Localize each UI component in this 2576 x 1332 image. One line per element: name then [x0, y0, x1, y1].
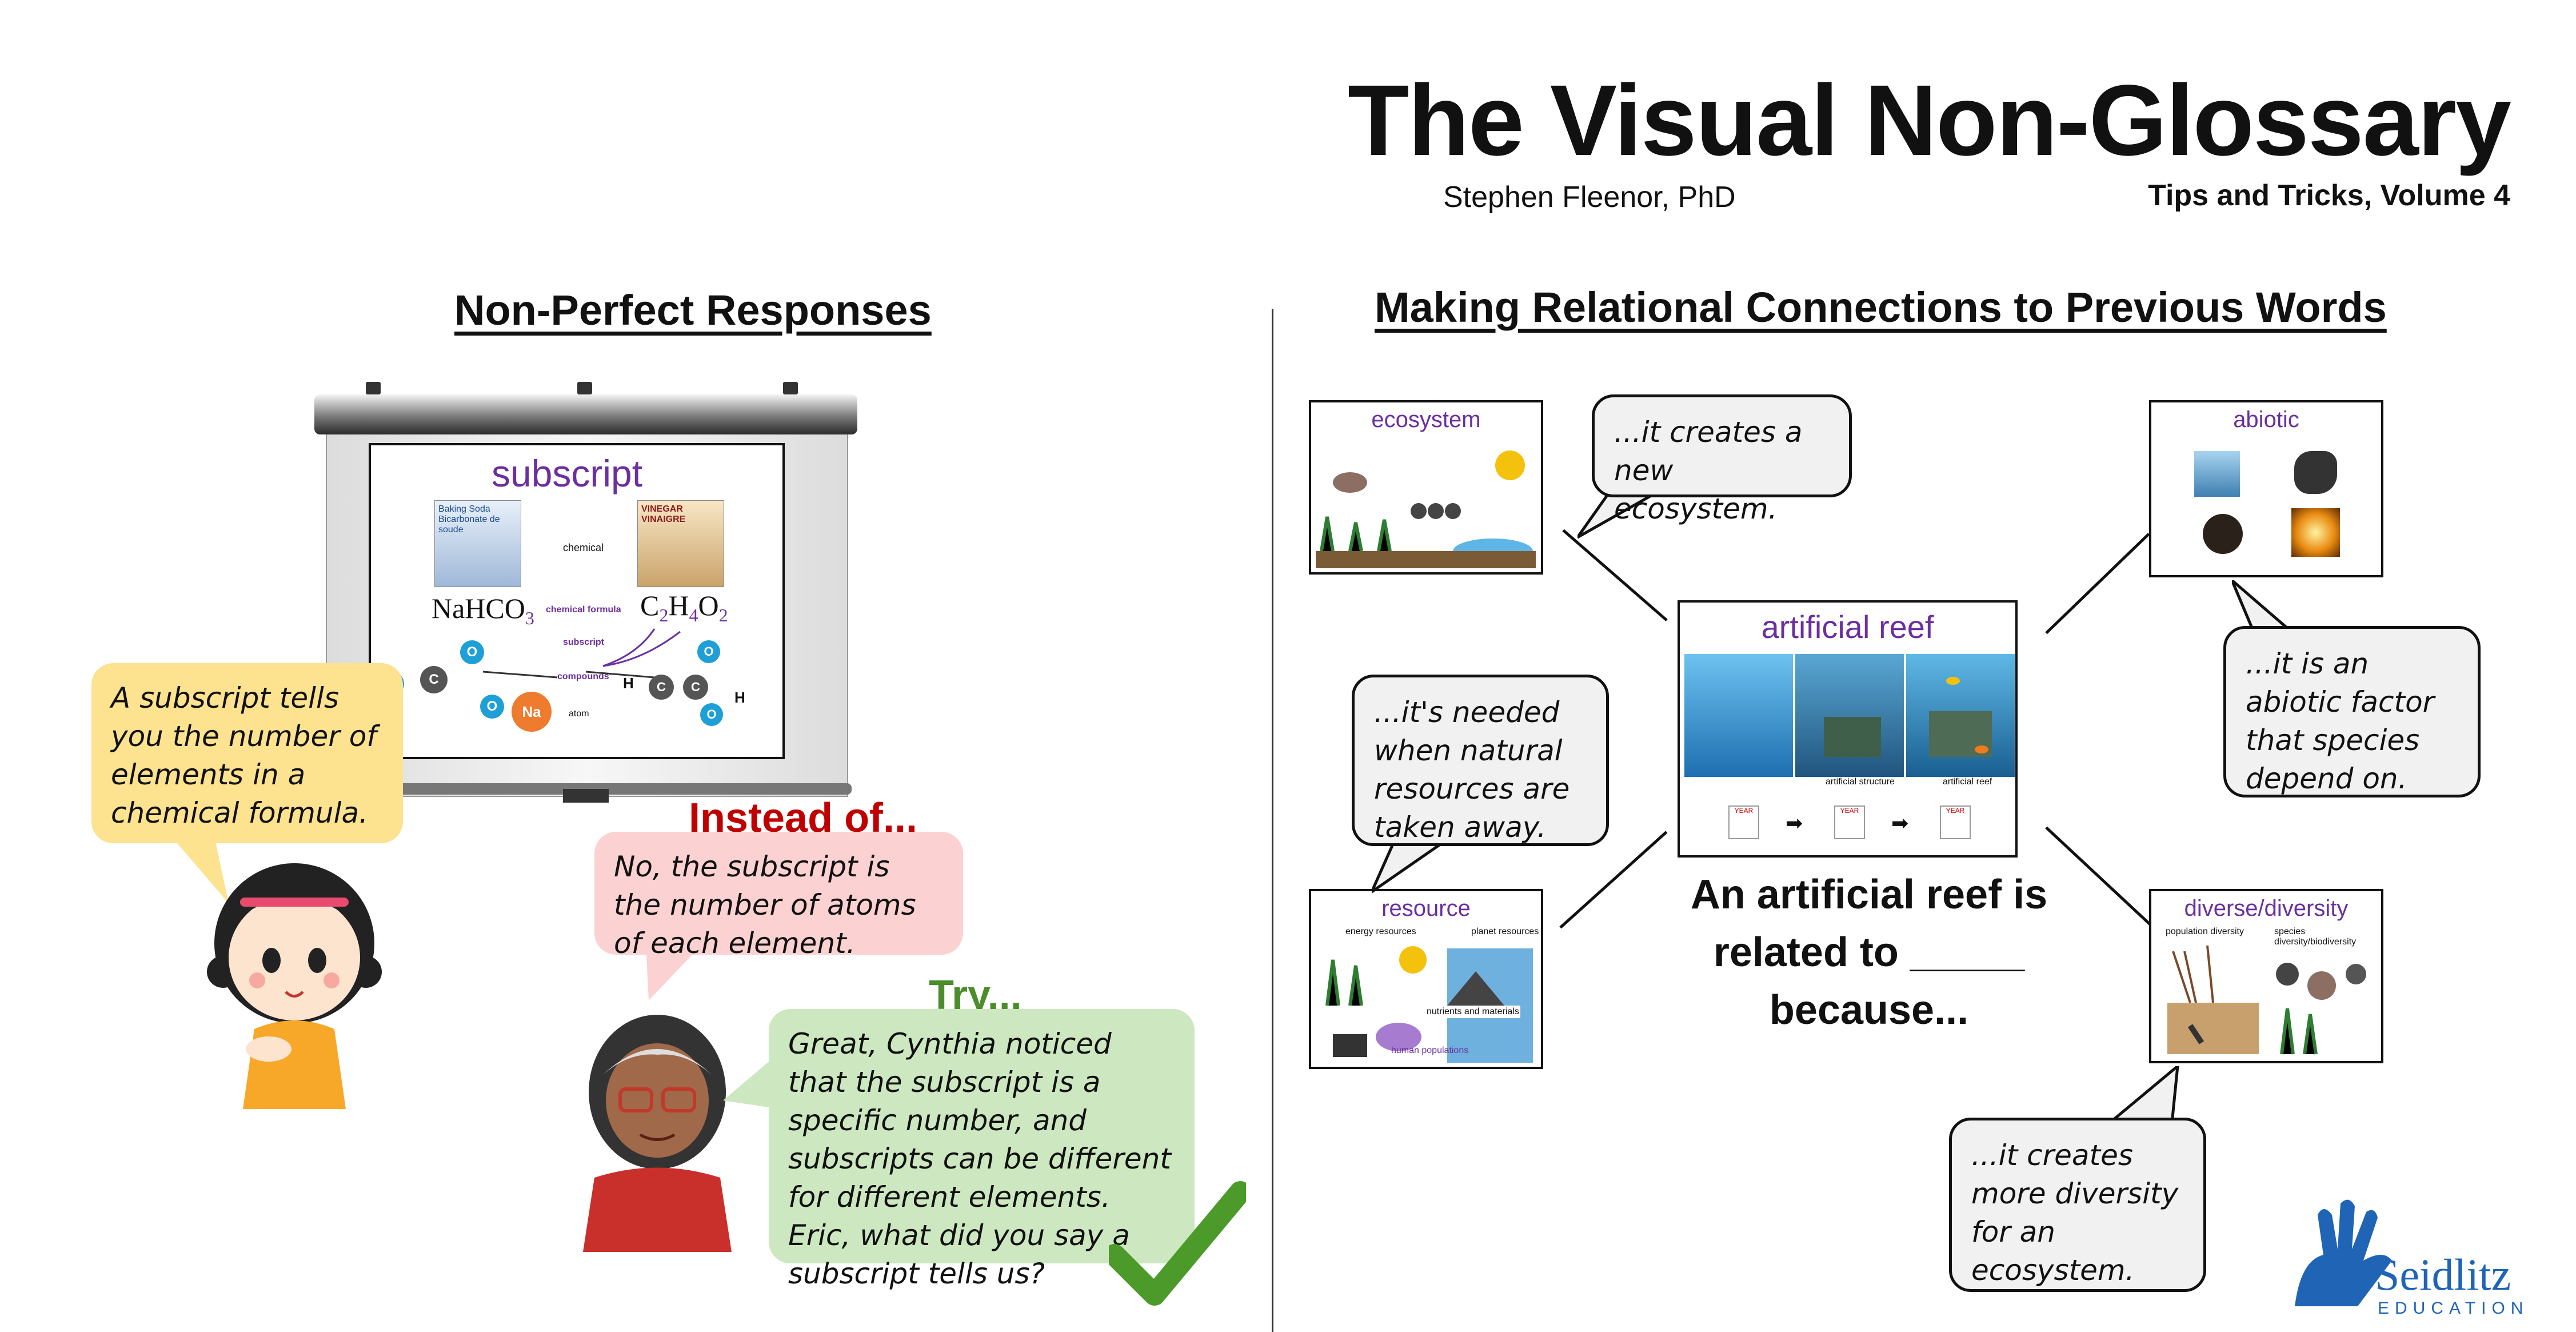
projector-screen-handle	[563, 789, 609, 803]
diverse-card: diverse/diversity population diversity s…	[2149, 889, 2383, 1063]
carbon-atom: C	[649, 675, 674, 700]
artificial-reef-caption: artificial reef	[1943, 777, 1992, 787]
logo-subtitle: EDUCATION	[2378, 1299, 2529, 1318]
artificial-structure-caption: artificial structure	[1826, 777, 1895, 787]
oxygen-atom: O	[700, 703, 723, 726]
artificial-reef-photo	[1906, 654, 2015, 777]
carbon-atom: C	[683, 675, 708, 700]
page-title: The Visual Non-Glossary	[1347, 65, 2511, 177]
artificial-structure-photo	[1795, 654, 1904, 777]
energy-resources-label: energy resources	[1345, 927, 1416, 936]
screen-hook	[366, 382, 381, 394]
connector-line	[1562, 529, 1668, 621]
seidlitz-hand-logo-icon	[2295, 1199, 2392, 1306]
teacher-illustration	[583, 1015, 732, 1252]
oxygen-atom: O	[460, 640, 484, 664]
ecosystem-illustration	[1316, 450, 1536, 568]
species-diversity-label: species diversity/biodiversity	[2274, 927, 2357, 947]
abiotic-speech-bubble: ...it is an abiotic factor that species …	[2223, 626, 2481, 797]
population-diversity-label: population diversity	[2166, 927, 2244, 936]
screen-hook	[577, 382, 592, 394]
slide-diagram-lines	[482, 628, 681, 679]
resource-speech-bubble: ...it's needed when natural resources ar…	[1352, 675, 1609, 846]
try-speech-bubble: Great, Cynthia noticed that the subscrip…	[769, 1009, 1195, 1290]
try-bubble-tail	[723, 1052, 780, 1109]
student-speech-bubble: A subscript tells you the number of elem…	[91, 663, 403, 843]
atom-label: atom	[569, 709, 589, 719]
volume-label: Tips and Tricks, Volume 4	[2148, 179, 2510, 212]
diverse-speech-bubble: ...it creates more diversity for an ecos…	[1949, 1118, 2206, 1292]
carbon-atom: C	[420, 666, 448, 693]
chemical-label: chemical	[563, 542, 604, 553]
sun-photo	[2291, 508, 2340, 557]
nutrients-label: nutrients and materials	[1425, 1006, 1520, 1018]
rock-photo	[2294, 451, 2337, 494]
chemical-formula-label: chemical formula	[546, 605, 621, 615]
student-bubble-tail	[160, 823, 229, 903]
artificial-reef-card: artificial reef artificial structure art…	[1678, 600, 2018, 858]
ecosystem-card: ecosystem	[1309, 400, 1543, 575]
ocean-photo	[1684, 654, 1793, 777]
compounds-label: compounds	[557, 672, 609, 681]
logo-name: Seidlitz	[2375, 1250, 2511, 1299]
instead-bubble-tail	[646, 943, 703, 1000]
left-section-title: Non-Perfect Responses	[454, 286, 932, 334]
water-photo	[2194, 451, 2240, 497]
right-section-title: Making Relational Connections to Previou…	[1375, 284, 2387, 331]
abiotic-word: abiotic	[2233, 407, 2299, 432]
author-name: Stephen Fleenor, PhD	[1443, 181, 1736, 214]
instead-speech-bubble: No, the subscript is the number of atoms…	[594, 832, 963, 960]
formula-nahco3: NaHCO3	[432, 592, 534, 628]
hydrogen-atom: H	[734, 689, 745, 706]
sodium-atom: Na	[512, 692, 552, 732]
hydrogen-atom: H	[623, 675, 634, 692]
ecosystem-word: ecosystem	[1371, 407, 1481, 432]
section-divider	[1272, 309, 1273, 1332]
student-girl-illustration	[207, 863, 382, 1109]
projector-screen-bar	[314, 394, 857, 434]
formula-c2h4o2: C2H4O2	[640, 589, 728, 625]
subscript-label: subscript	[563, 637, 605, 647]
soil-photo	[2203, 514, 2243, 554]
oxygen-atom: O	[697, 640, 720, 663]
resource-card: resource energy resources planet resourc…	[1309, 889, 1543, 1069]
relation-prompt: An artificial reef is related to _____ b…	[1690, 872, 2048, 1033]
screen-hook	[783, 382, 798, 394]
abiotic-card: abiotic	[2149, 400, 2383, 577]
ecosystem-speech-bubble: ...it creates a new ecosystem.	[1592, 394, 1852, 525]
calendar-icon: YEAR	[1728, 805, 1759, 839]
planet-resources-label: planet resources	[1471, 927, 1539, 936]
arrow-right-icon: ➡	[1786, 811, 1803, 835]
calendar-icon: YEAR	[1834, 805, 1865, 839]
checkmark-icon	[1109, 1181, 1246, 1306]
slide-word: subscript	[492, 452, 643, 494]
resource-word: resource	[1381, 896, 1471, 921]
vinegar-photo: VINEGAR VINAIGRE	[637, 500, 724, 587]
diverse-word: diverse/diversity	[2184, 896, 2349, 921]
diverse-illustration	[2167, 945, 2366, 1055]
artificial-reef-word: artificial reef	[1761, 609, 1934, 645]
human-populations-label: human populations	[1391, 1046, 1469, 1055]
resource-bubble-tail	[1372, 840, 1449, 894]
arrow-right-icon: ➡	[1891, 811, 1909, 835]
connector-line	[2045, 533, 2150, 635]
baking-soda-photo: Baking Soda Bicarbonate de soude	[434, 500, 521, 587]
oxygen-atom: O	[480, 695, 504, 719]
calendar-icon: YEAR	[1940, 805, 1971, 839]
